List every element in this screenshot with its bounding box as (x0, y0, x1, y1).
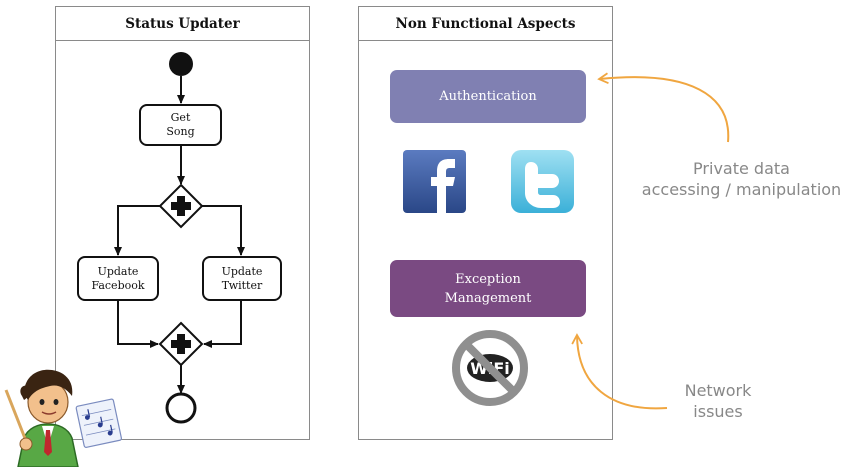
note-line: Network (684, 381, 752, 400)
teacher-character-icon (4, 369, 122, 467)
update-facebook-task: Update Facebook (77, 256, 159, 301)
flow-edge (114, 205, 160, 256)
flow-edge (202, 205, 245, 256)
parallel-join-gateway (158, 321, 204, 367)
exception-label: Management (444, 290, 532, 306)
private-data-note: Private data accessing / manipulation (627, 158, 856, 200)
parallel-split-gateway (158, 183, 204, 229)
non-functional-aspects-title: Non Functional Aspects (359, 7, 612, 41)
no-wifi-icon: WiFi (452, 330, 528, 406)
authentication-box: Authentication (390, 70, 586, 123)
exception-label: Exception (455, 271, 521, 287)
task-label: Twitter (221, 278, 263, 292)
get-song-task: Get Song (139, 104, 222, 146)
network-issues-arrow (571, 333, 668, 410)
task-label: Get (170, 111, 191, 124)
exception-management-box: Exception Management (390, 260, 586, 317)
note-line: issues (693, 402, 743, 421)
end-event (165, 392, 197, 424)
flow-edge (203, 300, 242, 348)
task-label: Song (166, 125, 195, 138)
network-issues-note: Network issues (668, 380, 768, 422)
start-event (169, 52, 193, 76)
task-label: Update (221, 264, 263, 278)
task-label: Facebook (91, 278, 145, 292)
twitter-icon (511, 150, 574, 213)
facebook-icon (403, 150, 466, 213)
private-data-arrow (597, 72, 730, 143)
note-line: accessing / manipulation (641, 180, 842, 199)
authentication-label: Authentication (439, 89, 537, 104)
update-twitter-task: Update Twitter (202, 256, 282, 301)
task-label: Update (97, 264, 139, 278)
status-updater-title: Status Updater (56, 7, 309, 41)
note-line: Private data (693, 159, 790, 178)
flow-edge (117, 300, 159, 348)
